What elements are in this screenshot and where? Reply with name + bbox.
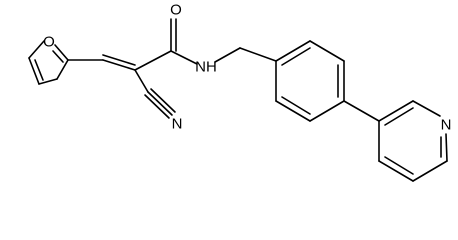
bond <box>384 107 414 126</box>
bond <box>134 50 172 71</box>
bond <box>378 160 414 182</box>
bond <box>384 156 414 175</box>
bond <box>281 96 311 115</box>
bond <box>134 69 149 93</box>
bond <box>170 50 198 65</box>
bond <box>34 59 44 81</box>
bond <box>214 47 241 63</box>
bond <box>150 88 176 113</box>
bond <box>412 160 448 182</box>
bond <box>378 100 414 122</box>
bond <box>309 100 345 122</box>
carbonyl-oxygen-label: O <box>170 2 182 19</box>
bond <box>54 44 69 61</box>
bond <box>309 40 345 62</box>
furan-ring <box>28 40 69 85</box>
bond <box>102 59 136 71</box>
bond <box>239 47 277 62</box>
bond <box>275 40 311 62</box>
acrylamide-backbone <box>67 18 198 119</box>
bond <box>38 78 58 85</box>
bond <box>28 57 40 85</box>
pyridine-ring <box>378 100 448 182</box>
bond <box>52 50 64 63</box>
bond <box>281 47 311 66</box>
pyridine-nitrogen-label: N <box>441 117 452 134</box>
bond <box>144 94 170 119</box>
bond <box>56 59 69 80</box>
chemical-structure-diagram: O O N NH N <box>28 2 452 182</box>
benzyl-linker <box>214 47 277 63</box>
bond <box>102 54 136 66</box>
bond <box>28 40 45 59</box>
amide-nitrogen-label: NH <box>195 59 217 76</box>
bond <box>445 133 448 162</box>
biaryl-bond <box>343 100 380 122</box>
furan-oxygen-label: O <box>43 34 55 51</box>
benzene-ring <box>275 40 345 122</box>
bond <box>412 100 441 117</box>
bond <box>147 91 173 116</box>
bond <box>275 100 311 122</box>
nitrile-nitrogen-label: N <box>172 116 183 133</box>
